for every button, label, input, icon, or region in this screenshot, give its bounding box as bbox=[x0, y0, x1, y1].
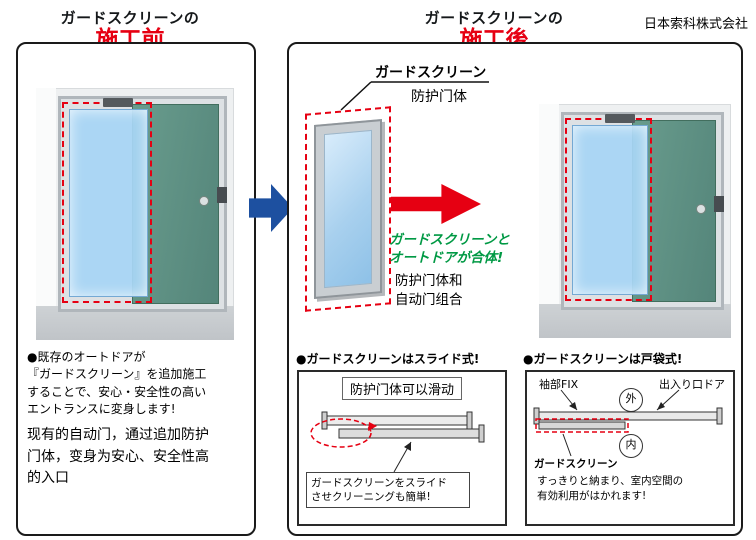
guard-screen-glass bbox=[324, 129, 372, 289]
combine-text-jp: ガードスクリーンと オートドアが合体! bbox=[389, 232, 510, 267]
guard-screen-illustration bbox=[305, 106, 391, 312]
guard-screen-label-jp: ガードスクリーン bbox=[375, 65, 487, 81]
slide-note: ガードスクリーンをスライド させクリーニングも簡単! bbox=[306, 472, 470, 509]
company-name: 日本索科株式会社 bbox=[643, 17, 748, 32]
outside-circle: 外 bbox=[619, 388, 643, 412]
guard-screen-dashed-outline bbox=[565, 118, 653, 301]
slide-section-heading: ●ガードスクリーンはスライド式! bbox=[296, 352, 480, 366]
entrance-door-label: 出入り口ドア bbox=[659, 378, 725, 391]
card-reader bbox=[217, 187, 227, 204]
pocket-diagram bbox=[533, 389, 723, 457]
before-description-cn: 现有的自动门，通过追加防护 门体，变身为安心、安全性高 的入口 bbox=[27, 427, 209, 487]
inside-circle: 内 bbox=[619, 434, 643, 458]
before-panel: ●既存のオートドアが 『ガードスクリーン』を追加施工 することで、安心・安全性の… bbox=[16, 42, 256, 536]
guard-screen-dashed-outline bbox=[62, 102, 153, 303]
door-sensor bbox=[103, 98, 134, 107]
slide-diagram bbox=[310, 411, 485, 473]
after-door-illustration bbox=[539, 104, 731, 338]
pocket-section-heading: ●ガードスクリーンは戸袋式! bbox=[523, 352, 683, 366]
pocket-note: すっきりと納まり、室内空間の 有効利用がはかれます! bbox=[537, 475, 684, 502]
before-title-kicker: ガードスクリーンの bbox=[60, 9, 200, 27]
door-sensor bbox=[604, 114, 635, 123]
door-frame bbox=[58, 96, 227, 312]
before-description-jp: ●既存のオートドアが 『ガードスクリーン』を追加施工 することで、安心・安全性の… bbox=[27, 350, 207, 417]
door-frame bbox=[561, 112, 724, 310]
guard-screen-frame bbox=[314, 119, 382, 299]
combine-text-cn: 防护门体和 自动门组合 bbox=[395, 273, 463, 308]
door-knob bbox=[696, 203, 706, 214]
fix-label: 袖部FIX bbox=[539, 378, 579, 391]
after-panel: ガードスクリーン 防护门体 ガードスクリーンと オートドアが合体! 防护门体和 … bbox=[287, 42, 743, 536]
wall bbox=[539, 104, 559, 338]
wall bbox=[36, 88, 56, 340]
combine-arrow bbox=[391, 184, 481, 224]
pocket-screen-label: ガードスクリーン bbox=[534, 458, 618, 470]
pocket-box: 袖部FIX 出入り口ドア 外 内 ガードスクリーン すっきりと納まり、室内空間の… bbox=[525, 370, 735, 526]
door-knob bbox=[199, 196, 209, 207]
guard-screen-glass bbox=[572, 125, 648, 295]
guard-screen-glass bbox=[69, 109, 148, 297]
card-reader bbox=[714, 195, 724, 212]
slide-box: 防护门体可以滑动 ガードスクリーンをスライド させクリーニングも簡単! bbox=[297, 370, 507, 526]
guard-screen-label-cn: 防护门体 bbox=[411, 89, 467, 105]
before-door-illustration bbox=[36, 88, 234, 340]
after-title-kicker: ガードスクリーンの bbox=[424, 9, 564, 27]
slide-box-title: 防护门体可以滑动 bbox=[341, 377, 463, 400]
